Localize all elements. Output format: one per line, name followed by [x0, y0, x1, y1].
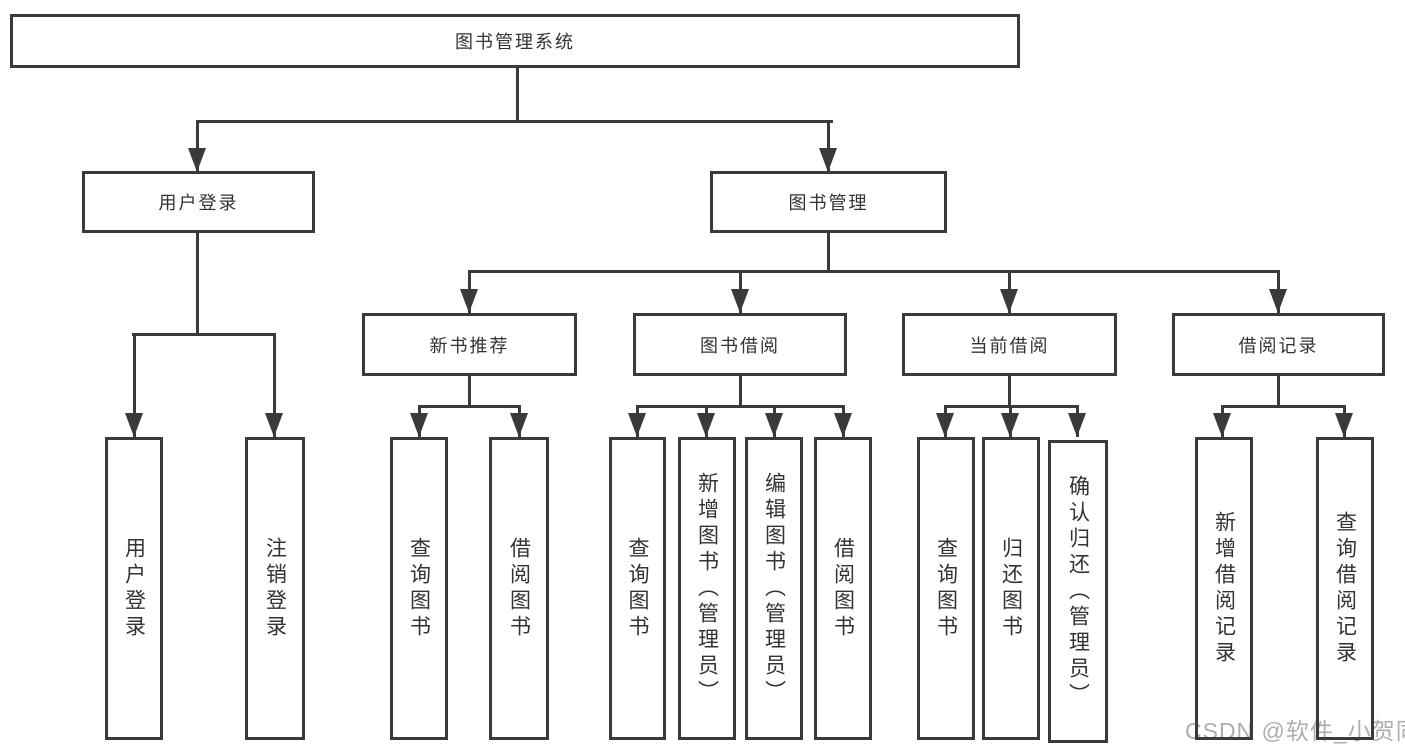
- connector-line: [739, 376, 742, 405]
- node-current-borrowing: 当前借阅: [902, 313, 1117, 376]
- leaf-add-book-admin: 新增图书（管理员）: [678, 437, 736, 740]
- arrow-down-icon: [628, 413, 646, 437]
- connector-line: [132, 333, 276, 336]
- node-borrow-records: 借阅记录: [1172, 313, 1385, 376]
- arrow-down-icon: [1001, 413, 1019, 437]
- connector-line: [196, 233, 199, 333]
- connector-line: [827, 233, 830, 270]
- arrow-down-icon: [1213, 413, 1231, 437]
- connector-line: [196, 120, 199, 172]
- connector-line: [1277, 376, 1280, 405]
- arrow-down-icon: [819, 148, 837, 172]
- connector-line: [468, 270, 1280, 273]
- arrow-down-icon: [188, 148, 206, 172]
- arrow-down-icon: [731, 289, 749, 313]
- connector-line: [468, 376, 471, 405]
- node-new-book-recommend: 新书推荐: [362, 313, 577, 376]
- leaf-return-books: 归还图书: [982, 437, 1040, 740]
- node-user-login: 用户登录: [82, 171, 315, 233]
- arrow-down-icon: [936, 413, 954, 437]
- connector-line: [133, 333, 136, 437]
- arrow-down-icon: [1068, 413, 1086, 437]
- node-book-management: 图书管理: [710, 171, 947, 233]
- arrow-down-icon: [510, 413, 528, 437]
- leaf-query-books-borrowing: 查询图书: [609, 437, 666, 740]
- arrow-down-icon: [765, 413, 783, 437]
- leaf-borrow-books-recommend: 借阅图书: [489, 437, 549, 740]
- leaf-edit-book-admin: 编辑图书（管理员）: [745, 437, 803, 740]
- csdn-watermark: CSDN @软件_小贺同学: [1185, 718, 1405, 744]
- arrow-down-icon: [834, 413, 852, 437]
- leaf-confirm-return-admin: 确认归还（管理员）: [1048, 440, 1108, 743]
- connector-line: [636, 405, 845, 408]
- leaf-add-borrow-record: 新增借阅记录: [1195, 437, 1253, 740]
- connector-line: [418, 405, 521, 408]
- leaf-borrow-books-borrowing: 借阅图书: [814, 437, 872, 740]
- connector-line: [516, 68, 519, 120]
- arrow-down-icon: [125, 413, 143, 437]
- connector-line: [1008, 376, 1011, 405]
- arrow-down-icon: [460, 289, 478, 313]
- connector-line: [196, 120, 833, 123]
- leaf-query-borrow-record: 查询借阅记录: [1316, 437, 1374, 740]
- node-book-borrowing: 图书借阅: [633, 313, 847, 376]
- connector-line: [1221, 405, 1346, 408]
- connector-line: [273, 333, 276, 437]
- arrow-down-icon: [1269, 289, 1287, 313]
- node-library-system: 图书管理系统: [10, 14, 1020, 68]
- leaf-query-books-recommend: 查询图书: [390, 437, 448, 740]
- arrow-down-icon: [1000, 289, 1018, 313]
- arrow-down-icon: [265, 413, 283, 437]
- arrow-down-icon: [410, 413, 428, 437]
- leaf-query-books-current: 查询图书: [917, 437, 975, 740]
- connector-line: [827, 120, 830, 172]
- leaf-user-login: 用户登录: [105, 437, 163, 740]
- arrow-down-icon: [697, 413, 715, 437]
- leaf-logout: 注销登录: [245, 437, 305, 740]
- arrow-down-icon: [1335, 413, 1353, 437]
